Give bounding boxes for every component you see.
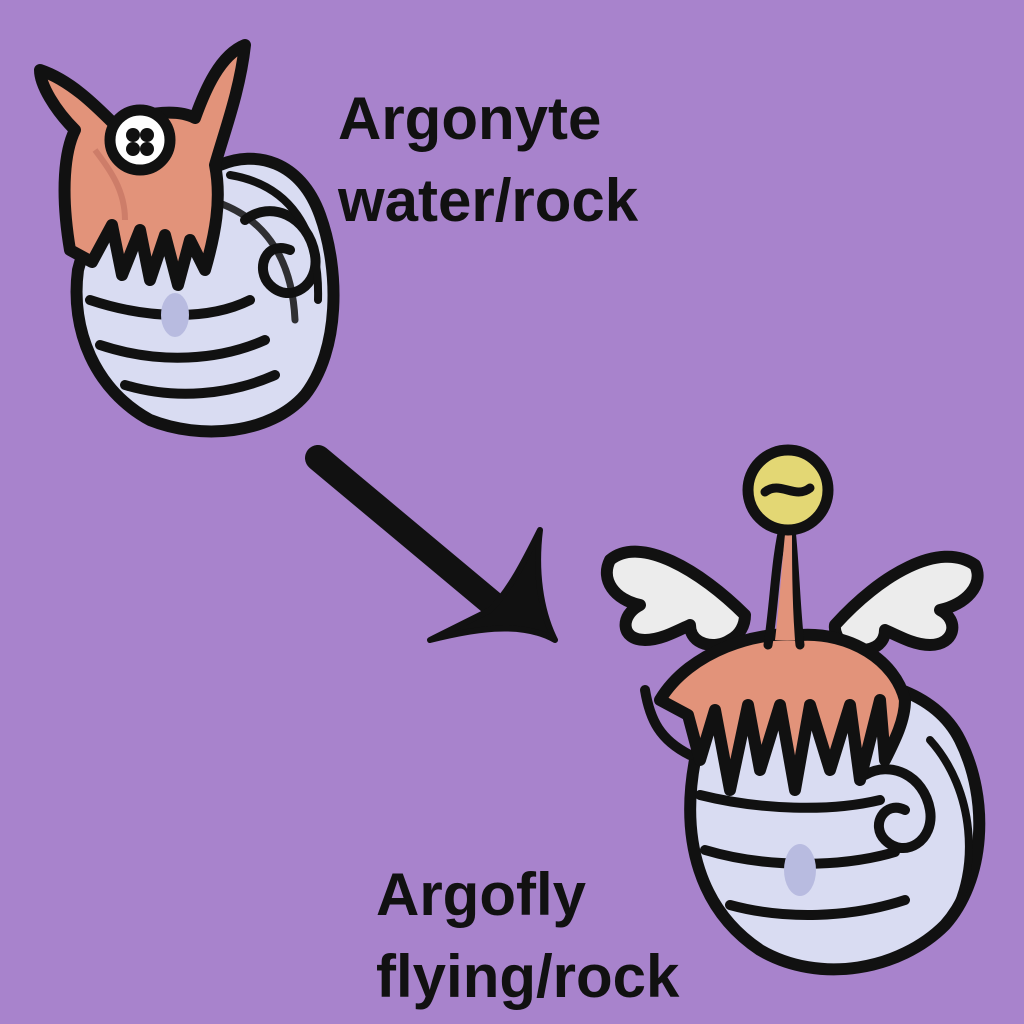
argofly-types: flying/rock [376, 943, 680, 1010]
argonyte-illustration [34, 39, 340, 438]
arrow-down-right-icon [305, 445, 558, 643]
argofly-name: Argofly [376, 861, 586, 928]
argofly-head [654, 628, 911, 796]
argonyte-types: water/rock [338, 167, 639, 234]
argonyte-name: Argonyte [338, 85, 602, 152]
argofly-left-wing [600, 545, 751, 651]
argofly-right-wing [828, 550, 984, 656]
argofly-label: Argofly flying/rock [376, 854, 679, 1018]
argonyte-label: Argonyte water/rock [338, 78, 638, 242]
argofly-antenna-icon [742, 444, 834, 650]
argonyte-eye-icon [104, 104, 176, 176]
argofly-illustration [600, 444, 986, 976]
